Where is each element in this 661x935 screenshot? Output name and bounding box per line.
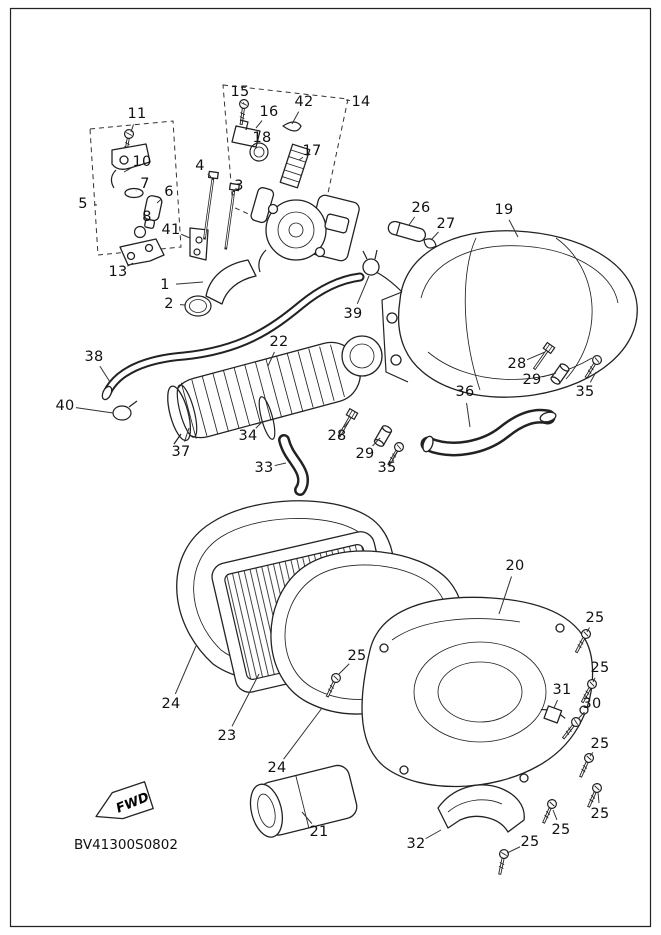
part-35-screw-2 <box>383 439 407 469</box>
part-8-oring <box>133 225 147 239</box>
part-32-snorkel <box>437 784 525 833</box>
group-box-injector-assembly <box>222 84 349 246</box>
part-25-screw-5 <box>537 796 560 827</box>
part-2-oring <box>184 295 212 317</box>
part-1-joint-elbow <box>205 259 257 305</box>
part-20-case-cover <box>361 596 594 788</box>
part-6-injector <box>143 195 163 229</box>
part-37-clamp <box>173 384 198 445</box>
part-16-cap <box>231 119 261 148</box>
part-29-collar-2 <box>373 425 393 447</box>
page-border <box>9 7 652 928</box>
group-box-injector-joint <box>89 120 182 256</box>
part-40-clamp <box>112 400 138 421</box>
part-19-air-cleaner-case <box>375 230 638 398</box>
part-39-clamp <box>362 249 380 276</box>
part-7-washer <box>124 187 144 199</box>
part-25-screw-4 <box>574 750 597 781</box>
part-25-screw-6 <box>582 780 605 811</box>
part-9-10-joint <box>110 143 151 189</box>
part-18-ring <box>249 142 269 162</box>
part-4-stud <box>203 170 219 240</box>
part-42-clip <box>282 121 302 132</box>
fwd-arrow: FWD <box>95 781 154 820</box>
part-33-breather-pipe <box>278 434 310 496</box>
part-31-clip-nut <box>540 705 566 724</box>
part-26-27-pipe-clip <box>387 220 437 249</box>
part-21-inlet-duct <box>249 764 358 838</box>
part-1-throttle-body <box>258 194 360 273</box>
diagram-code: BV41300S0802 <box>74 837 178 853</box>
part-34-clamp <box>258 396 276 440</box>
part-29-collar <box>550 363 570 385</box>
part-38-hose <box>101 272 365 401</box>
leader-lines <box>75 99 600 854</box>
part-3-stud <box>224 182 240 250</box>
part-12-13-bracket <box>119 238 165 266</box>
part-36-hose <box>420 408 557 457</box>
part-17-spring <box>279 143 311 189</box>
part-41-bracket <box>189 227 209 261</box>
